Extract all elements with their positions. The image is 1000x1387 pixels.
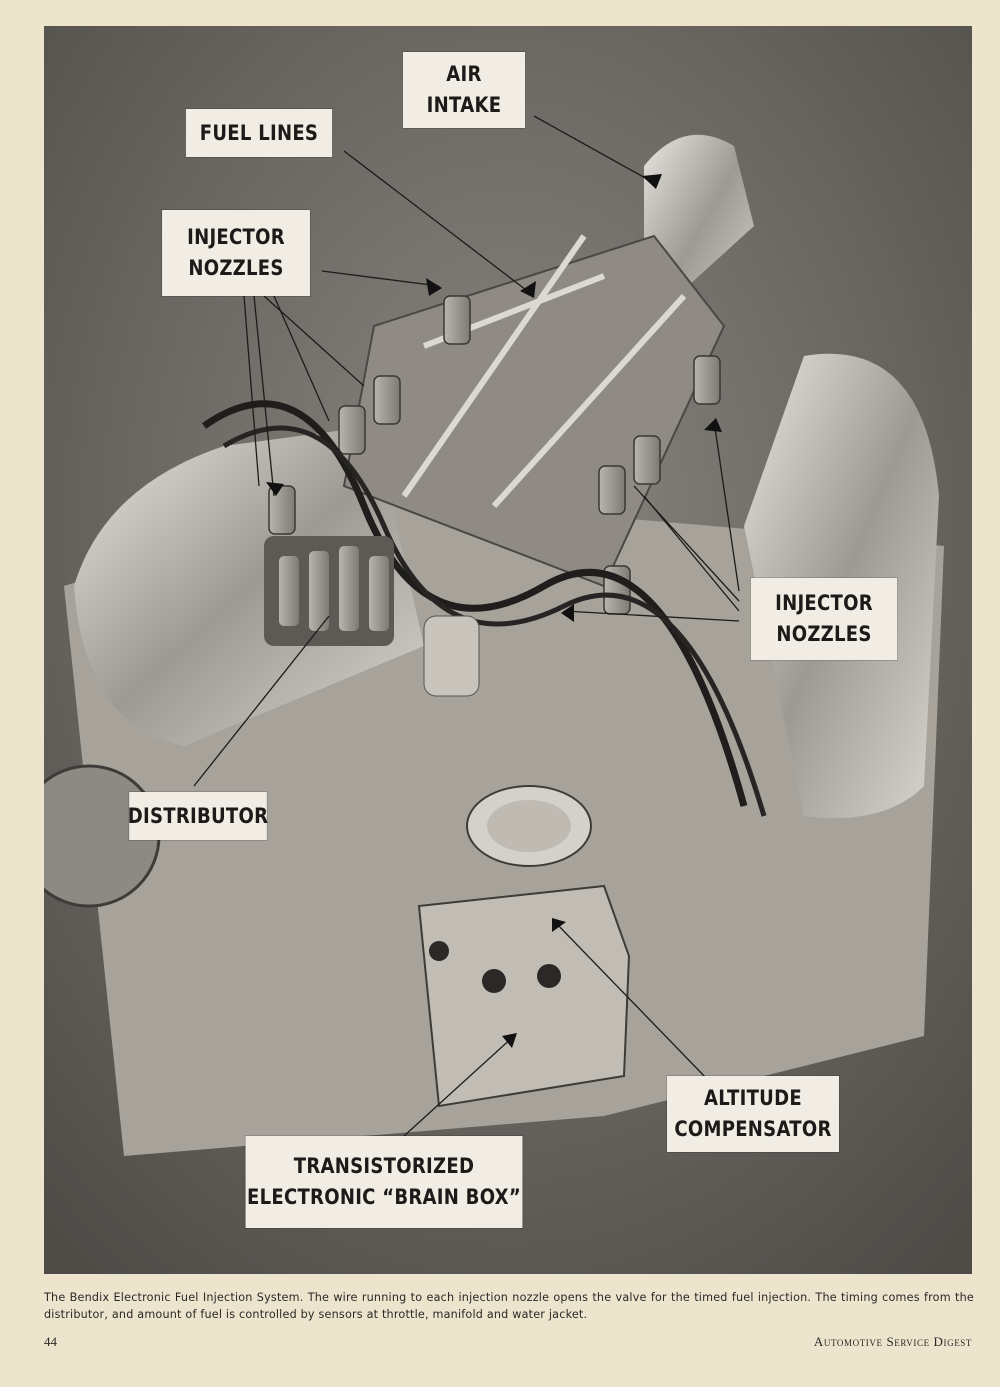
callout-injector-nozzles-left: INJECTOR NOZZLES	[162, 210, 310, 296]
arrowheads	[266, 174, 722, 1048]
callout-text: AIR	[446, 62, 482, 86]
callout-injector-nozzles-right: INJECTOR NOZZLES	[750, 578, 898, 660]
callout-text: NOZZLES	[188, 256, 284, 280]
callout-text: ELECTRONIC “BRAIN BOX”	[247, 1185, 521, 1209]
distributor-shape	[264, 536, 394, 646]
engine-photograph: AIR INTAKE FUEL LINES INJECTOR NOZZLES I…	[44, 26, 972, 1274]
callout-distributor: DISTRIBUTOR	[127, 792, 269, 840]
callout-text: INJECTOR	[187, 225, 285, 249]
callout-text: INJECTOR	[775, 591, 873, 615]
callout-text: DISTRIBUTOR	[127, 803, 269, 828]
photo-caption: The Bendix Electronic Fuel Injection Sys…	[44, 1291, 974, 1321]
callout-brain-box: TRANSISTORIZED ELECTRONIC “BRAIN BOX”	[245, 1136, 523, 1228]
callout-fuel-lines: FUEL LINES	[185, 109, 333, 157]
callout-text: INTAKE	[426, 93, 502, 117]
left-valve-cover	[74, 426, 424, 746]
fuel-filter	[423, 615, 480, 697]
callout-air-intake: AIR INTAKE	[402, 52, 526, 128]
page-number: 44	[44, 1334, 57, 1349]
callout-text: FUEL LINES	[199, 120, 319, 145]
page-footer: 44 Automotive Service Digest	[44, 1334, 972, 1354]
callout-text: NOZZLES	[776, 622, 872, 646]
callout-text: TRANSISTORIZED	[293, 1154, 475, 1178]
publication-title: Automotive Service Digest	[813, 1334, 972, 1349]
brain-box-shape	[417, 785, 631, 1108]
callout-text: COMPENSATOR	[674, 1117, 832, 1141]
intake-manifold	[342, 234, 726, 588]
callout-altitude-compensator: ALTITUDE COMPENSATOR	[667, 1076, 839, 1152]
leader-lines	[193, 115, 740, 1137]
callout-text: ALTITUDE	[704, 1086, 802, 1110]
